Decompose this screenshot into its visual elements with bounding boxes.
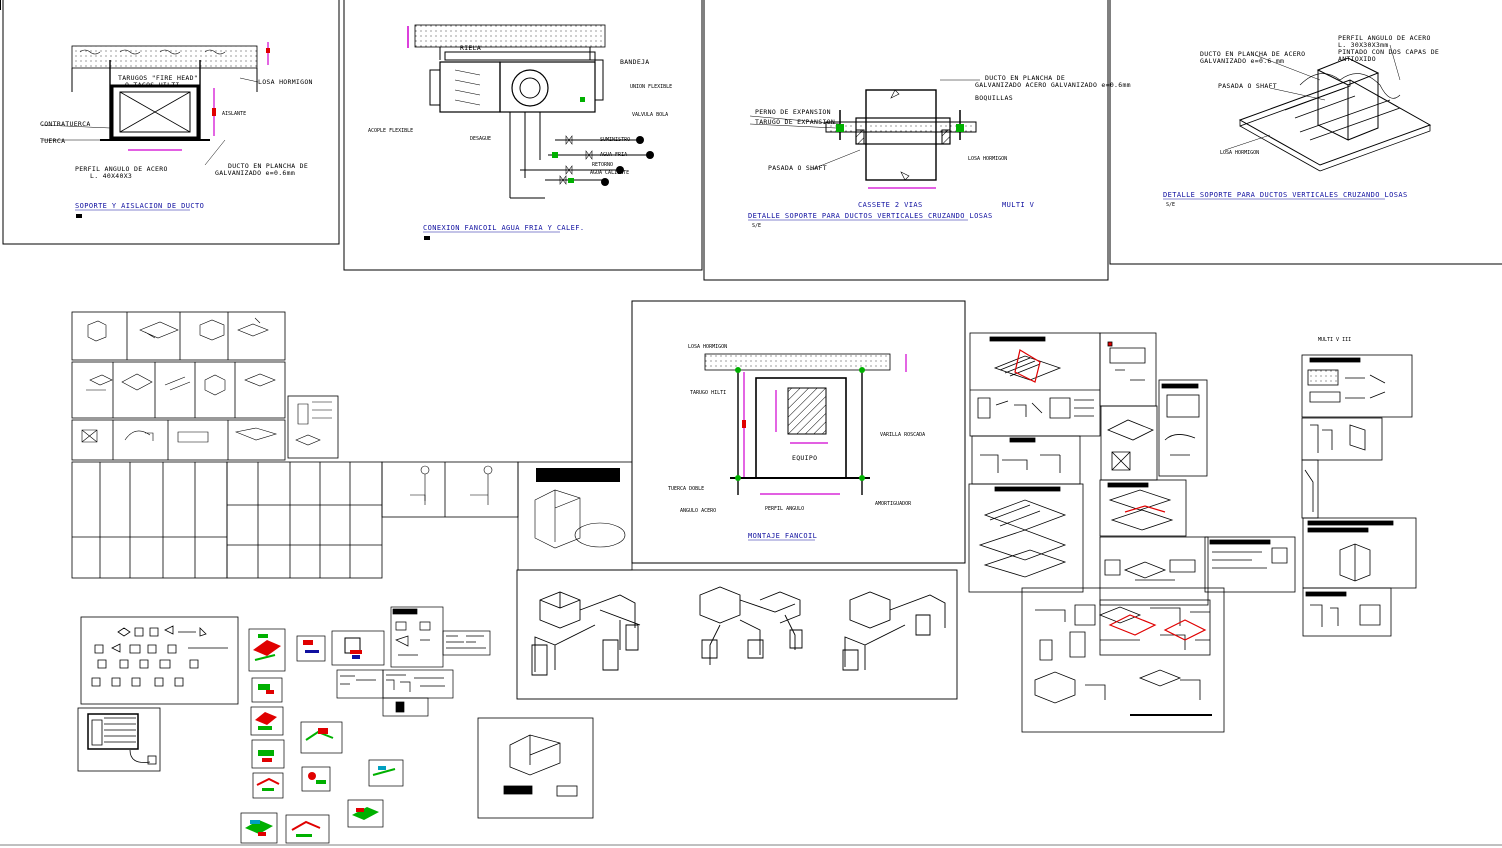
s3-label-5: PASADA O SHAFT xyxy=(768,164,827,172)
fancoil-label-1: TARUGO HILTI xyxy=(690,390,726,396)
s2-label-7: SUMINISTRO xyxy=(600,137,630,143)
right-thumbnail-cluster xyxy=(968,332,1417,733)
s3-label-0: DUCTO EN PLANCHA DE xyxy=(985,74,1065,82)
s4-label-1: L. 30X30X3mm xyxy=(1338,41,1389,49)
s1-label-4: TUERCA xyxy=(40,137,65,145)
multi-v-iii-label: MULTI V III xyxy=(1318,337,1351,343)
s1-label-3: CONTRATUERCA xyxy=(40,120,91,128)
s4-label-4: DUCTO EN PLANCHA DE ACERO xyxy=(1200,50,1305,58)
s2-label-3: VALVULA BOLA xyxy=(632,112,668,118)
thumbnail-grid-left xyxy=(71,311,633,579)
fancoil-title: MONTAJE FANCOIL xyxy=(748,532,817,540)
s2-label-6: RETORNO xyxy=(592,162,613,168)
s4-label-7: LOSA HORMIGON xyxy=(1220,150,1259,156)
s3-label-4: TARUGO DE EXPANSION xyxy=(755,118,835,126)
lower-left-details xyxy=(77,616,594,819)
s3-title: DETALLE SOPORTE PARA DUCTOS VERTICALES C… xyxy=(748,212,993,220)
thumbnail-details xyxy=(81,317,626,549)
s2-label-5: DESAGUE xyxy=(470,136,491,142)
s3-label-6: LOSA HORMIGON xyxy=(968,156,1007,162)
s4-label-3: ANTIOXIDO xyxy=(1338,55,1376,63)
fancoil-label-4: ANGULO ACERO xyxy=(680,508,716,514)
middle-detail-sheets xyxy=(336,606,491,717)
s2-label-2: UNION FLEXIBLE xyxy=(630,84,672,90)
thumb-header-bar xyxy=(536,468,620,482)
s1-label-2: LOSA HORMIGON xyxy=(258,78,313,86)
sheet-montaje-fancoil: EQUIPO LOSA HORMIGON TARUGO HILTI VARILL… xyxy=(631,300,966,564)
sheet-duct-isometrics xyxy=(516,569,958,700)
sheet-soporte-ductos-verticales-1: DUCTO EN PLANCHA DE GALVANIZADO ACERO GA… xyxy=(703,0,1131,281)
s2-title: CONEXION FANCOIL AGUA FRIA Y CALEF. xyxy=(423,224,585,232)
s3-label-3: PERNO DE EXPANSION xyxy=(755,108,831,116)
fancoil-label-3: TUERCA DOBLE xyxy=(668,486,704,492)
s4-label-0: PERFIL ANGULO DE ACERO xyxy=(1338,34,1431,42)
s3-label-2: BOQUILLAS xyxy=(975,94,1013,102)
s1-title: SOPORTE Y AISLACION DE DUCTO xyxy=(75,202,204,210)
s4-label-6: PASADA O SHAFT xyxy=(1218,82,1277,90)
s3-caption-left: CASSETE 2 VIAS xyxy=(858,201,923,209)
s1-label-6: PERFIL ANGULO DE ACERO xyxy=(75,165,168,173)
s2-label-8: AGUA FRIA xyxy=(600,152,627,158)
s1-label-5: AISLANTE xyxy=(222,111,246,117)
s2-label-0: BANDEJA xyxy=(620,58,650,66)
s1-label-7: L. 40X40X3 xyxy=(90,172,132,180)
sheet-conexion-fancoil: BANDEJA RIELA UNION FLEXIBLE VALVULA BOL… xyxy=(343,0,703,271)
s2-label-1: RIELA xyxy=(460,44,481,52)
fancoil-label-0: LOSA HORMIGON xyxy=(688,344,727,350)
s3-scale: S/E xyxy=(752,223,761,229)
fancoil-label-5: PERFIL ANGULO xyxy=(765,506,804,512)
fancoil-equipment-label: EQUIPO xyxy=(792,454,817,462)
fancoil-label-6: AMORTIGUADOR xyxy=(875,501,912,507)
s1-label-1: O TACOS HILTI xyxy=(125,81,180,89)
s1-label-8: DUCTO EN PLANCHA DE xyxy=(228,162,308,170)
s4-title: DETALLE SOPORTE PARA DUCTOS VERTICALES C… xyxy=(1163,191,1408,199)
s1-label-0: TARUGOS "FIRE HEAD" xyxy=(118,74,198,82)
fancoil-label-2: VARILLA ROSCADA xyxy=(880,432,925,438)
s2-label-4: ACOPLE FLEXIBLE xyxy=(368,128,413,134)
s4-label-2: PINTADO CON DOS CAPAS DE xyxy=(1338,48,1439,56)
s2-label-9: AGUA CALIENTE xyxy=(590,170,629,176)
sheet-soporte-aislacion: TARUGOS "FIRE HEAD" O TACOS HILTI LOSA H… xyxy=(2,0,340,245)
s3-caption-right: MULTI V xyxy=(1002,201,1035,209)
colored-thumbnails xyxy=(240,628,404,844)
s1-label-9: GALVANIZADO e=0.6mm xyxy=(215,169,295,177)
s3-label-1: GALVANIZADO ACERO GALVANIZADO e=0.6mm xyxy=(975,81,1131,89)
sheet-soporte-ductos-verticales-2: PERFIL ANGULO DE ACERO L. 30X30X3mm PINT… xyxy=(1109,0,1502,265)
s4-scale: S/E xyxy=(1166,202,1175,208)
s4-label-5: GALVANIZADO e=0.6 mm xyxy=(1200,57,1284,65)
